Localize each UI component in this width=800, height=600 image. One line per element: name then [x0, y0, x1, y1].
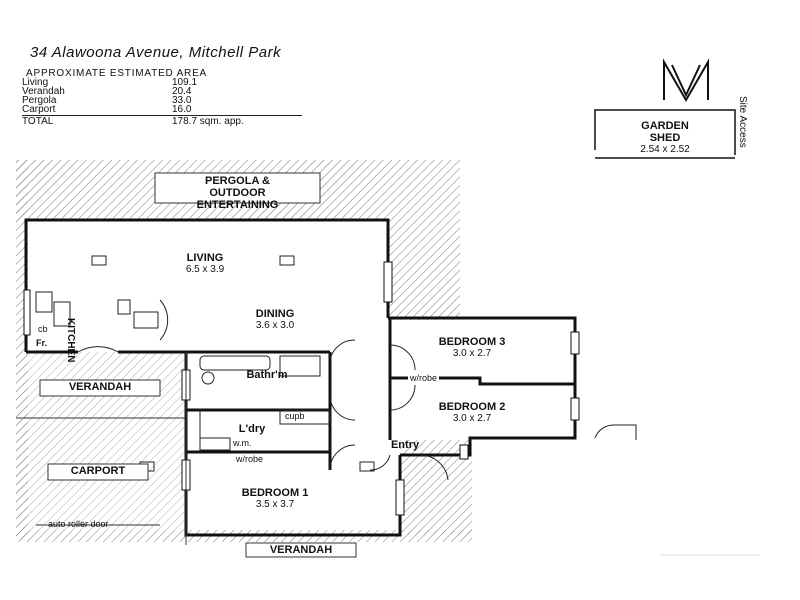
garden-shed-label: GARDEN SHED 2.54 x 2.52 [640, 120, 690, 155]
kitchen-label: KITCHEN [65, 318, 76, 363]
roller-door-label: auto roller door [48, 519, 109, 529]
outdoor-divisions [16, 352, 357, 558]
area-divider [22, 115, 302, 116]
entry-label: Entry [390, 439, 420, 451]
bedroom3-label: BEDROOM 3 3.0 x 2.7 [438, 336, 506, 359]
pergola-label: PERGOLA & OUTDOOR ENTERTAINING [196, 175, 279, 211]
site-access-label: Site Access [737, 96, 748, 148]
laundry-label: L'dry [238, 423, 266, 435]
bedroom2-label: BEDROOM 2 3.0 x 2.7 [438, 401, 506, 424]
area-heading: APPROXIMATE ESTIMATED AREA [26, 68, 208, 79]
pergola-label-box [154, 172, 321, 204]
carport-label: CARPORT [70, 465, 126, 477]
garden-shed [594, 109, 736, 159]
verandah-front-label: VERANDAH [269, 544, 333, 556]
bedroom1-label: BEDROOM 1 3.5 x 3.7 [241, 487, 309, 510]
site-access-gate [663, 58, 709, 102]
hall-wardrobe-label: w/robe [236, 454, 264, 464]
door-swings [77, 299, 637, 481]
dining-label: DINING 3.6 x 3.0 [255, 308, 295, 331]
verandah-side-label: VERANDAH [68, 381, 132, 393]
washing-machine-label: w.m. [233, 438, 252, 448]
bedroom-wardrobe-label: w/robe [408, 373, 440, 383]
bathroom-label: Bathr'm [246, 369, 288, 381]
cupboard-label: cb [38, 324, 48, 334]
cupboard-hall-label: cupb [285, 411, 305, 421]
fridge-label: Fr. [36, 338, 48, 348]
property-address: 34 Alawoona Avenue, Mitchell Park [30, 44, 282, 61]
living-label: LIVING 6.5 x 3.9 [185, 252, 225, 275]
fixtures [35, 255, 375, 472]
